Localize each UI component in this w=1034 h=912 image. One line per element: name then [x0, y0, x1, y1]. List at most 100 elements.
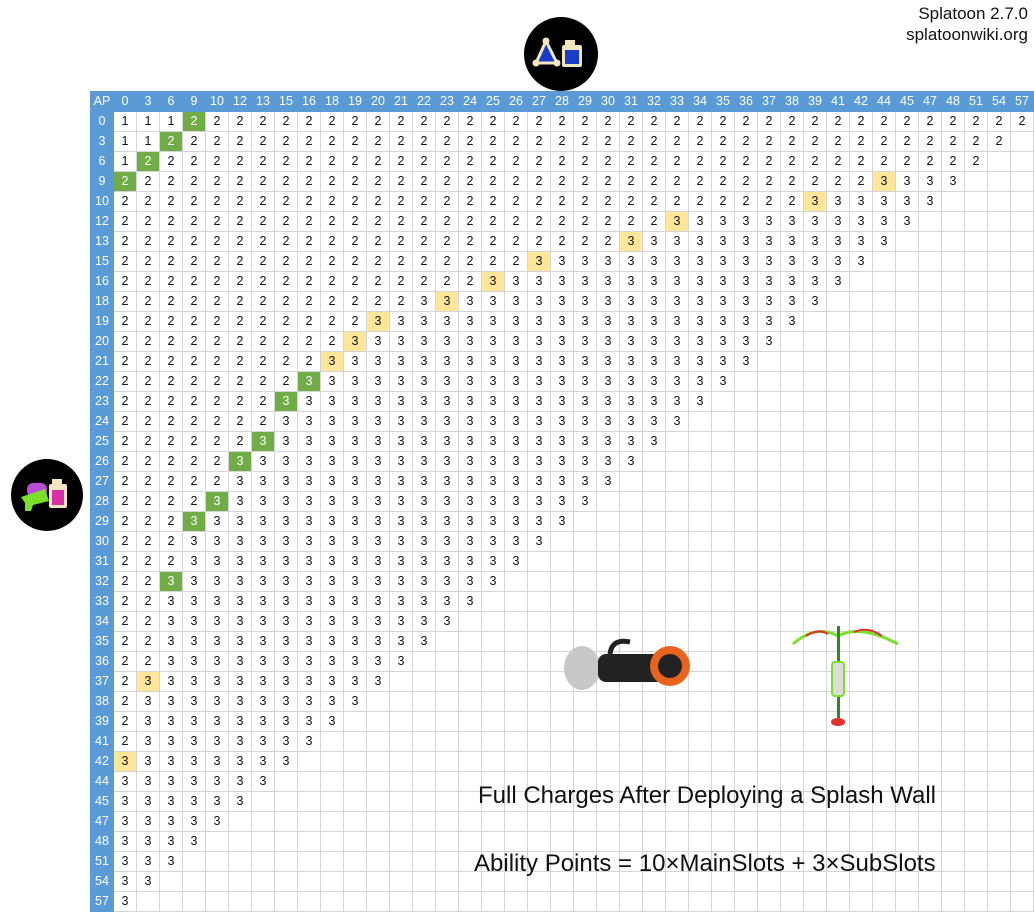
data-cell [320, 791, 344, 812]
data-cell [412, 751, 436, 772]
column-header: 30 [596, 91, 620, 112]
data-cell [412, 771, 436, 792]
data-cell: 3 [228, 671, 252, 692]
data-cell [435, 671, 459, 692]
data-cell [481, 671, 505, 692]
data-cell [987, 351, 1011, 372]
data-cell: 2 [251, 411, 275, 432]
data-cell [918, 511, 942, 532]
data-cell: 2 [596, 191, 620, 212]
data-cell: 2 [182, 451, 206, 472]
data-cell [688, 411, 712, 432]
data-cell: 2 [251, 351, 275, 372]
data-cell: 3 [251, 631, 275, 652]
data-cell: 1 [136, 131, 160, 152]
data-cell [757, 531, 781, 552]
data-cell: 2 [274, 151, 298, 172]
data-cell [941, 411, 965, 432]
column-header: 31 [619, 91, 643, 112]
data-cell: 3 [182, 551, 206, 572]
data-cell [550, 711, 574, 732]
data-cell: 3 [343, 411, 367, 432]
data-cell [481, 751, 505, 772]
data-cell [274, 891, 298, 912]
data-cell: 3 [849, 211, 873, 232]
data-cell: 2 [941, 151, 965, 172]
data-cell: 3 [757, 311, 781, 332]
data-cell [274, 791, 298, 812]
data-cell [987, 231, 1011, 252]
data-cell: 2 [849, 131, 873, 152]
data-cell: 2 [228, 171, 252, 192]
data-cell: 2 [297, 131, 321, 152]
data-cell: 3 [550, 511, 574, 532]
data-cell [987, 391, 1011, 412]
data-cell: 2 [573, 231, 597, 252]
data-cell [159, 871, 183, 892]
data-cell [964, 731, 988, 752]
data-cell [1010, 651, 1034, 672]
data-cell: 3 [527, 531, 551, 552]
data-cell [964, 511, 988, 532]
data-cell: 2 [550, 171, 574, 192]
data-cell [297, 831, 321, 852]
data-cell: 3 [136, 771, 160, 792]
data-cell [458, 631, 482, 652]
data-cell [964, 211, 988, 232]
data-cell: 3 [412, 511, 436, 532]
column-header: 16 [297, 91, 321, 112]
data-cell [711, 431, 735, 452]
data-cell [596, 751, 620, 772]
corner-label: AP [90, 91, 114, 112]
data-cell: 2 [435, 251, 459, 272]
data-cell: 2 [642, 171, 666, 192]
data-cell: 3 [343, 551, 367, 572]
data-cell [757, 731, 781, 752]
data-cell: 3 [757, 331, 781, 352]
data-cell [941, 331, 965, 352]
data-cell: 3 [527, 491, 551, 512]
data-cell: 3 [412, 291, 436, 312]
data-cell: 2 [481, 131, 505, 152]
data-cell: 2 [251, 191, 275, 212]
data-cell: 2 [550, 151, 574, 172]
data-cell [619, 611, 643, 632]
data-cell: 3 [619, 351, 643, 372]
data-cell [596, 611, 620, 632]
data-cell [941, 351, 965, 372]
data-cell: 3 [573, 351, 597, 372]
data-cell: 2 [251, 331, 275, 352]
data-cell: 3 [297, 391, 321, 412]
data-cell [711, 411, 735, 432]
data-cell [964, 891, 988, 912]
data-cell [550, 731, 574, 752]
data-cell: 2 [182, 191, 206, 212]
data-cell [642, 751, 666, 772]
data-cell: 3 [159, 751, 183, 772]
data-cell [481, 731, 505, 752]
data-cell [711, 591, 735, 612]
data-cell: 3 [274, 731, 298, 752]
data-cell [504, 831, 528, 852]
data-cell: 3 [504, 551, 528, 572]
row-header: 48 [90, 831, 114, 852]
data-cell: 3 [366, 491, 390, 512]
data-cell: 3 [182, 651, 206, 672]
data-cell [872, 591, 896, 612]
data-cell: 2 [964, 131, 988, 152]
data-cell [527, 751, 551, 772]
data-cell: 2 [412, 111, 436, 132]
data-cell [941, 591, 965, 612]
data-cell [964, 271, 988, 292]
data-cell [389, 831, 413, 852]
data-cell: 3 [320, 491, 344, 512]
data-cell: 2 [872, 131, 896, 152]
column-header: 47 [918, 91, 942, 112]
data-cell: 2 [435, 111, 459, 132]
data-cell: 2 [803, 131, 827, 152]
data-cell: 3 [527, 291, 551, 312]
data-cell [757, 631, 781, 652]
data-cell [297, 751, 321, 772]
